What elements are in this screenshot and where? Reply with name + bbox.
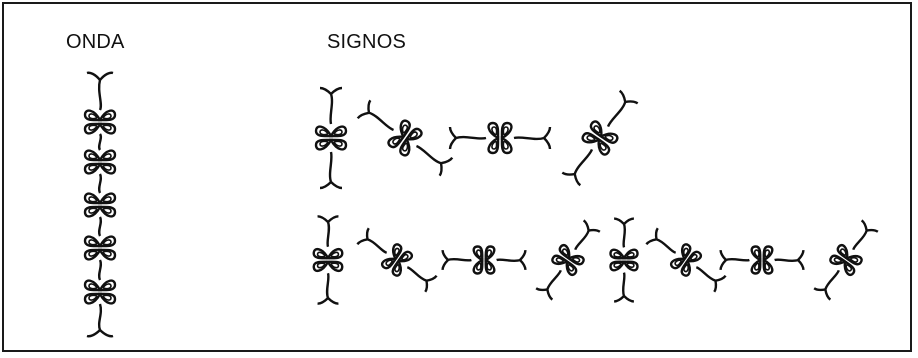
- signos-bottom-knot-2: [355, 225, 438, 295]
- signos-top-knot-diagonal-down: [355, 97, 454, 179]
- signos-top-knot-diagonal-up: [559, 88, 641, 187]
- onda-knot-5: [85, 281, 115, 304]
- signos-top-knot-horizontal: [450, 123, 550, 153]
- onda-knot-2: [85, 151, 115, 174]
- signos-bottom-knot-1: [314, 216, 343, 303]
- signos-bottom-knot-6: [644, 225, 727, 295]
- signos-top-knot-vertical: [316, 88, 346, 188]
- figure-frame: [2, 2, 912, 352]
- onda-spine: [87, 73, 113, 336]
- signos-bottom-knot-4: [533, 218, 603, 301]
- signos-bottom-knot-3: [443, 247, 526, 274]
- onda-knot-1: [85, 111, 115, 134]
- onda-heading: ONDA: [66, 31, 125, 53]
- onda-knot-3: [85, 194, 115, 217]
- signos-bottom-knot-8: [811, 218, 881, 301]
- signos-bottom-knot-5: [611, 219, 638, 302]
- onda-knot-4: [85, 237, 115, 260]
- signos-heading: SIGNOS: [327, 31, 406, 53]
- signos-bottom-knot-7: [721, 247, 804, 274]
